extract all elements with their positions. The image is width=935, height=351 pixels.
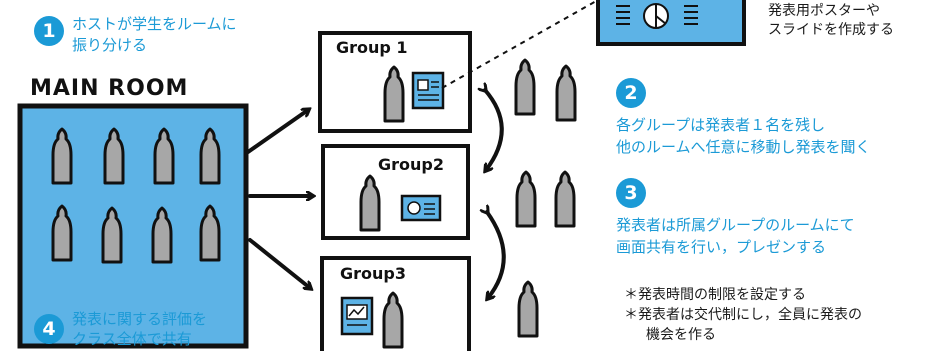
step-3-line-2: 画面共有を行い，プレゼンする xyxy=(616,238,827,256)
poster-caption-line-2: スライドを作成する xyxy=(768,22,894,38)
step-2-badge: 2 xyxy=(616,78,646,108)
note-line-2: ＊発表者は交代制にし，全員に発表の xyxy=(624,307,862,323)
step-3-badge: 3 xyxy=(616,178,646,208)
note-line-1: ＊発表時間の制限を設定する xyxy=(624,287,806,303)
movement-arrows xyxy=(485,90,506,298)
visiting-students xyxy=(514,58,577,338)
chart-icon xyxy=(400,194,442,222)
group-2-label: Group2 xyxy=(378,155,444,174)
distribution-arrows xyxy=(246,110,312,288)
step-1-badge: 1 xyxy=(34,16,64,46)
step-4-line-1: 発表に関する評価を xyxy=(72,310,208,328)
group-1-label: Group 1 xyxy=(336,38,408,57)
step-4-badge: 4 xyxy=(34,314,64,344)
step-2-line-2: 他のルームへ任意に移動し発表を聞く xyxy=(616,138,871,156)
note-line-3: 機会を作る xyxy=(646,327,716,343)
step-2-line-1: 各グループは発表者１名を残し xyxy=(616,116,826,134)
group-3-label: Group3 xyxy=(340,264,406,283)
group-2-box xyxy=(321,144,470,240)
main-room-title: MAIN ROOM xyxy=(30,76,189,101)
step-1-line-2: 振り分ける xyxy=(72,36,148,54)
slide-icon xyxy=(411,71,445,110)
poster-illustration xyxy=(596,0,746,46)
poster-caption-line-1: 発表用ポスターや xyxy=(768,3,880,19)
step-3-line-1: 発表者は所属グループのルームにて xyxy=(616,216,855,234)
step-4-line-2: クラス全体で共有 xyxy=(72,330,192,348)
poster-icon xyxy=(340,296,374,336)
step-1-line-1: ホストが学生をルームに xyxy=(72,15,237,33)
